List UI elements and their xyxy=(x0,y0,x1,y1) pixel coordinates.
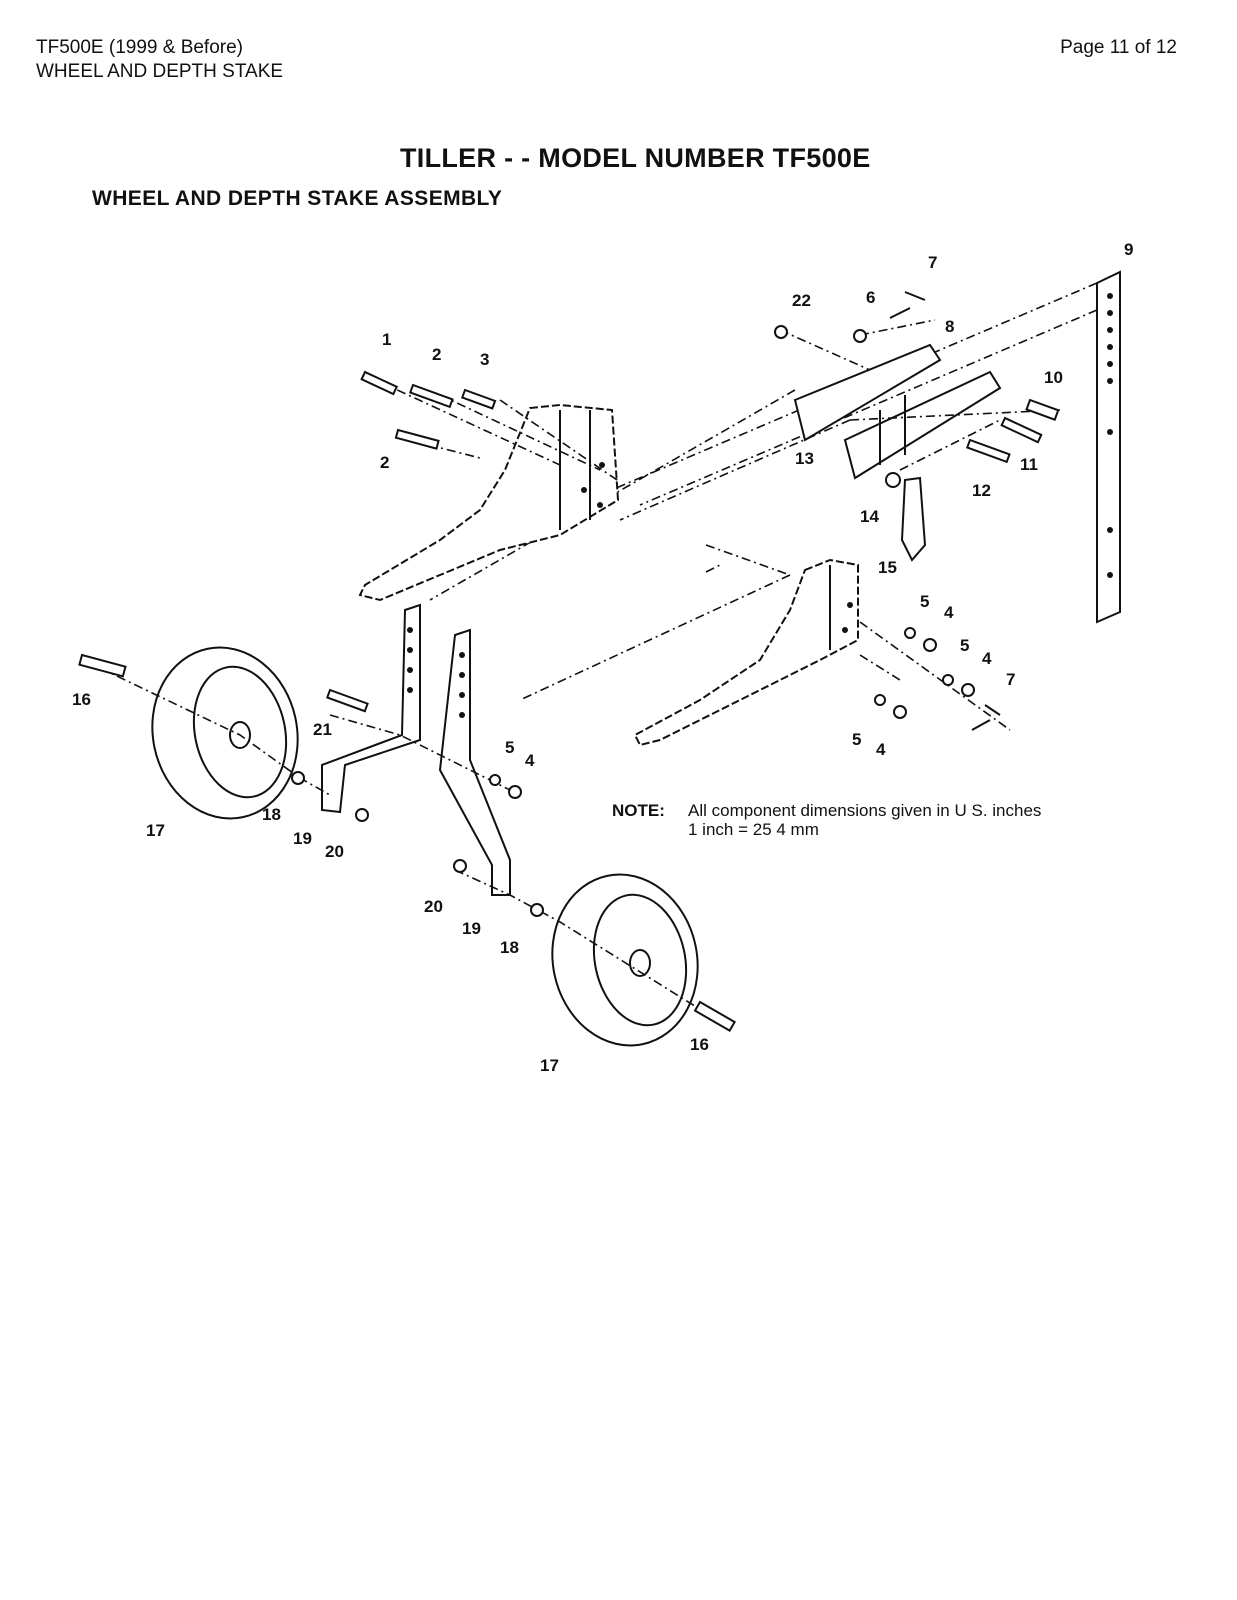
left-side-plate xyxy=(358,403,620,602)
callout: 2 xyxy=(432,345,441,364)
document-section-line: WHEEL AND DEPTH STAKE xyxy=(36,61,284,82)
callout: 5 xyxy=(960,636,969,655)
wheel-bracket-left xyxy=(321,603,421,814)
callout: 19 xyxy=(462,919,481,938)
wheel-right xyxy=(551,873,699,1047)
callout: 16 xyxy=(690,1035,709,1054)
callout: 5 xyxy=(852,730,861,749)
document-model-line: TF500E (1999 & Before) xyxy=(36,37,243,58)
callout: 16 xyxy=(72,690,91,709)
callout: 1 xyxy=(382,330,391,349)
callout: 17 xyxy=(146,821,165,840)
callout: 20 xyxy=(325,842,344,861)
page-number: Page 11 of 12 xyxy=(1060,37,1177,58)
dimension-note: NOTE: All component dimensions given in U… xyxy=(612,801,1041,839)
callout: 2 xyxy=(380,453,389,472)
document-header: TF500E (1999 & Before) WHEEL AND DEPTH S… xyxy=(36,36,283,84)
callout: 4 xyxy=(876,740,886,759)
callout: 5 xyxy=(505,738,514,757)
depth-stake-brackets xyxy=(793,343,1002,480)
callout: 18 xyxy=(500,938,519,957)
callout: 5 xyxy=(920,592,929,611)
callout: 22 xyxy=(792,291,811,310)
right-side-plate xyxy=(633,558,859,747)
wheel-bracket-right xyxy=(438,628,511,896)
callout: 10 xyxy=(1044,368,1063,387)
callout: 9 xyxy=(1124,240,1133,259)
depth-stake-handle xyxy=(900,476,927,562)
callout: 8 xyxy=(945,317,954,336)
callout: 17 xyxy=(540,1056,559,1075)
callout: 12 xyxy=(972,481,991,500)
pin-14 xyxy=(885,472,901,488)
callout: 4 xyxy=(982,649,992,668)
callout: 15 xyxy=(878,558,897,577)
callout: 19 xyxy=(293,829,312,848)
callout: 7 xyxy=(1006,670,1015,689)
callout: 6 xyxy=(866,288,875,307)
depth-stake-bar xyxy=(1096,270,1121,624)
diagram-subtitle: WHEEL AND DEPTH STAKE ASSEMBLY xyxy=(92,187,503,210)
callout: 13 xyxy=(795,449,814,468)
callout: 11 xyxy=(1020,455,1038,474)
note-line-2: 1 inch = 25 4 mm xyxy=(688,820,819,839)
fasteners xyxy=(78,291,1060,1033)
callout: 20 xyxy=(424,897,443,916)
part-callouts: 1 2 3 2 22 6 7 8 9 10 11 12 13 14 15 5 4… xyxy=(72,240,1133,1075)
wheel-left xyxy=(151,646,299,820)
callout: 3 xyxy=(480,350,489,369)
callout: 7 xyxy=(928,253,937,272)
callout: 4 xyxy=(944,603,954,622)
exploded-parts-diagram: 1 2 3 2 22 6 7 8 9 10 11 12 13 14 15 5 4… xyxy=(72,240,1133,1075)
diagram-title: TILLER - - MODEL NUMBER TF500E xyxy=(400,143,871,173)
note-line-1: All component dimensions given in U S. i… xyxy=(688,801,1042,820)
callout: 18 xyxy=(262,805,281,824)
callout: 14 xyxy=(860,507,879,526)
callout: 21 xyxy=(313,720,332,739)
note-label: NOTE: xyxy=(612,801,665,820)
callout: 4 xyxy=(525,751,535,770)
